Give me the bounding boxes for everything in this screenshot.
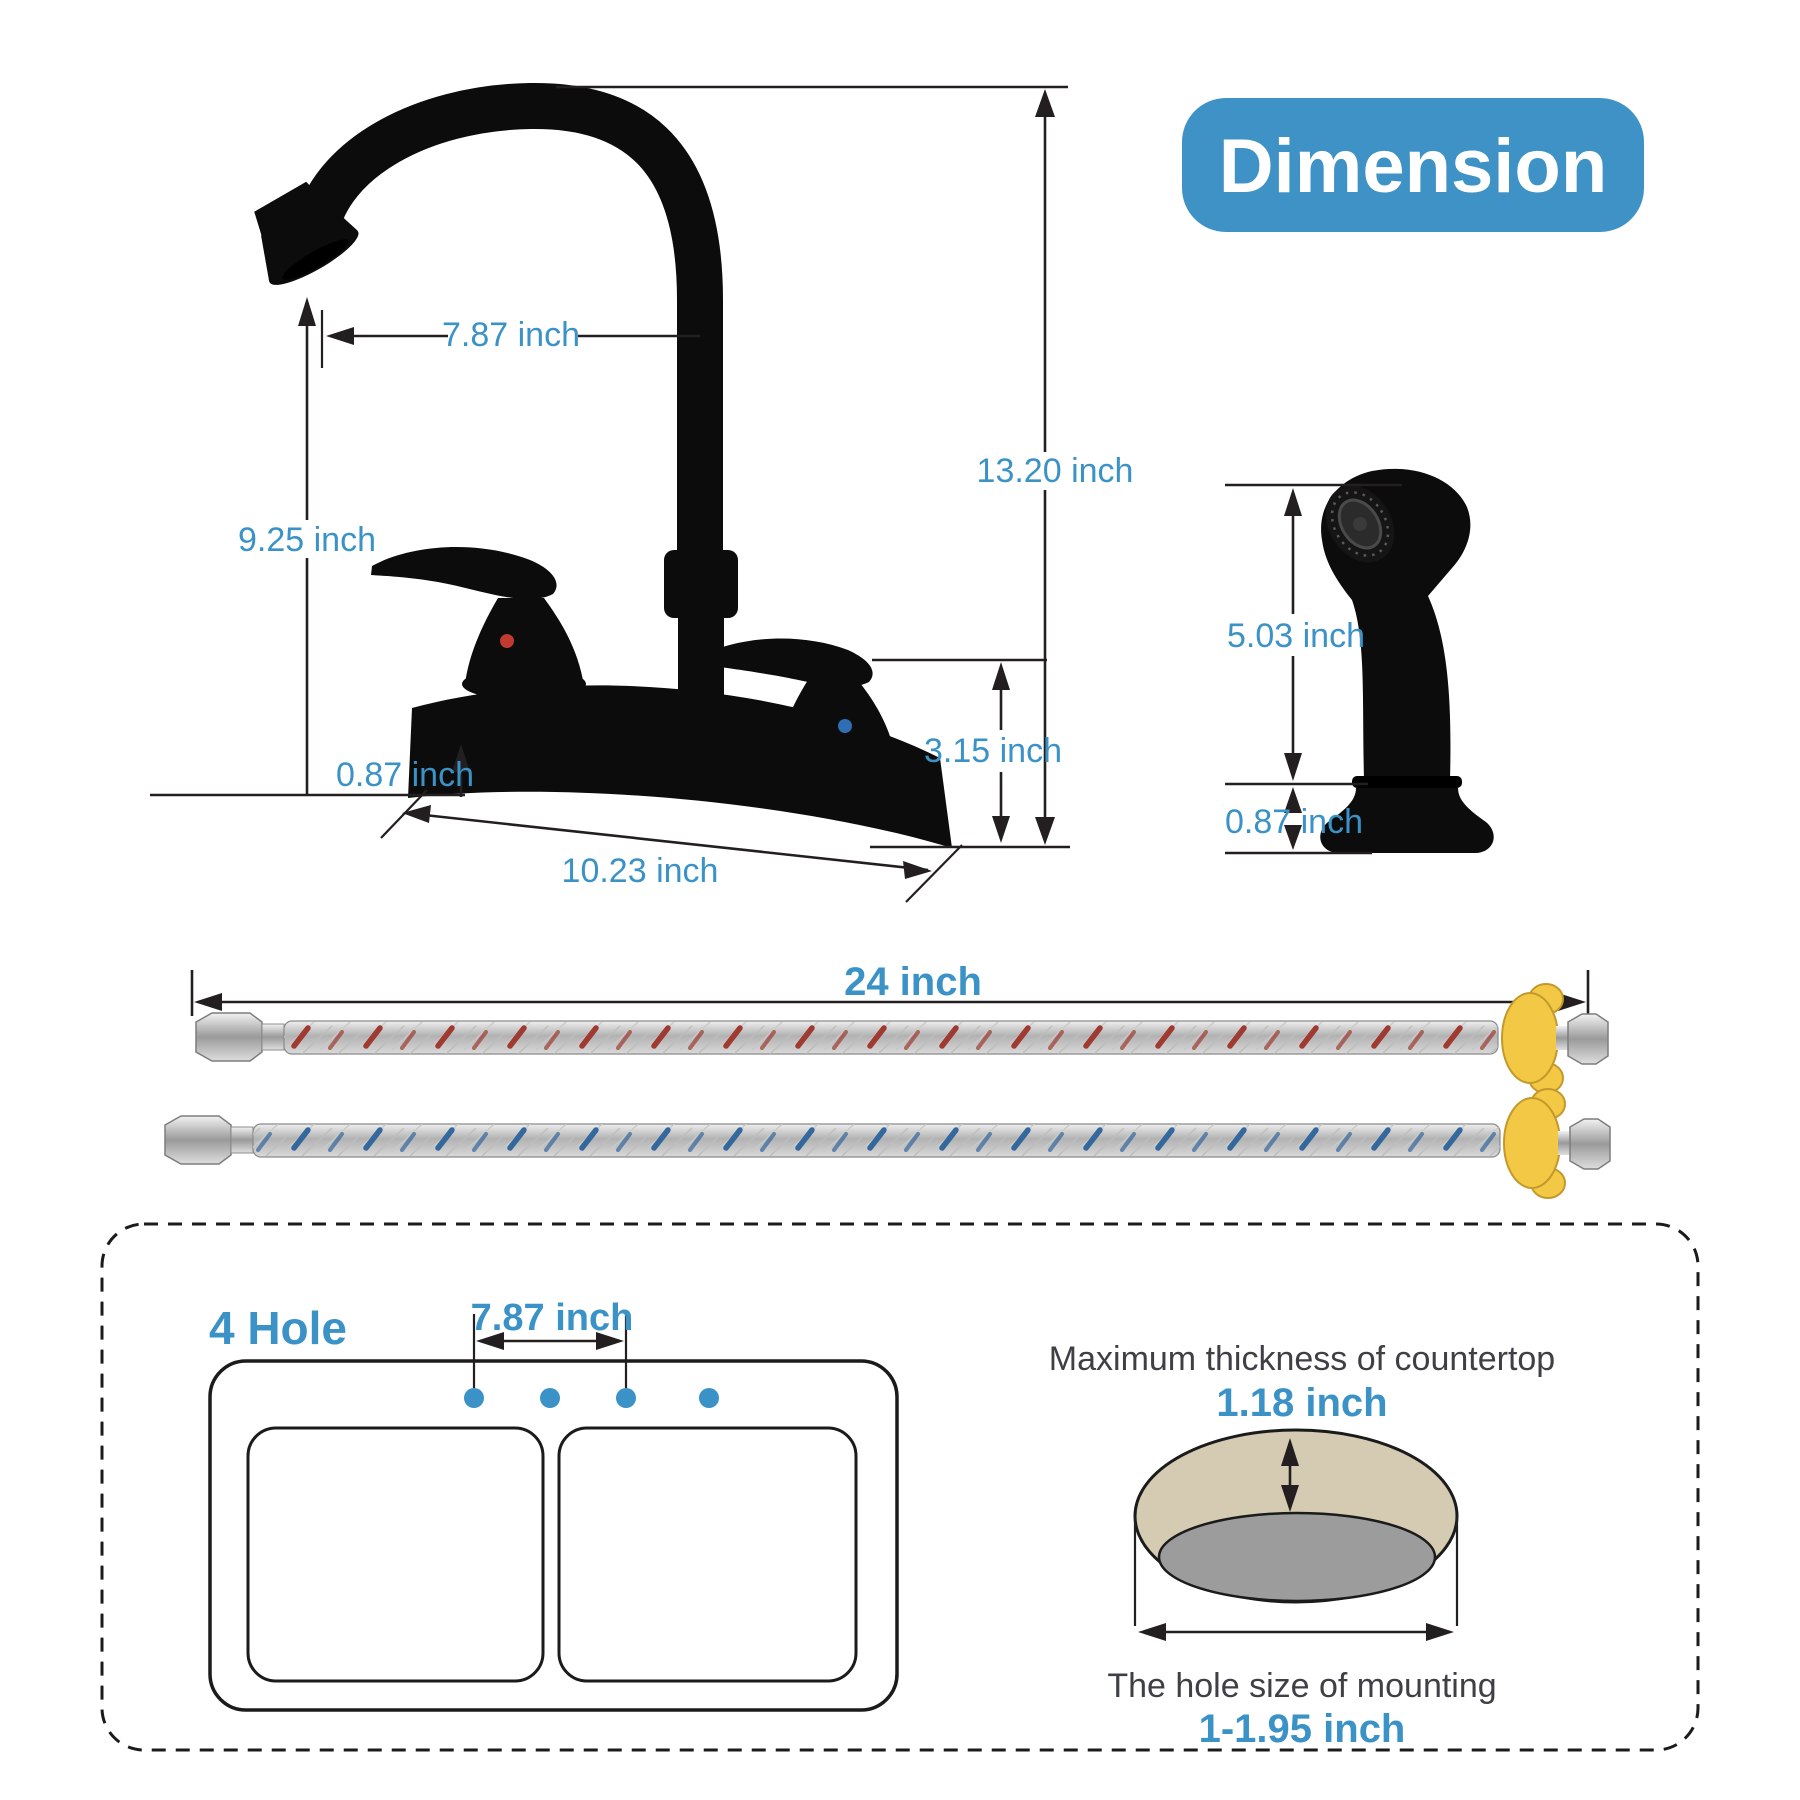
mounting-hole-label: The hole size of mounting xyxy=(1107,1667,1496,1705)
hose-hot-right-nut xyxy=(1567,1013,1609,1065)
faucet-neck-connector xyxy=(664,550,738,618)
faucet-cold-handle xyxy=(699,638,899,780)
title-badge-bg xyxy=(1182,98,1644,232)
cold-indicator-dot xyxy=(838,719,852,733)
base-width-label: 10.23 inch xyxy=(562,852,719,890)
sink-left-bowl xyxy=(246,1426,545,1683)
overall-height-label: 13.20 inch xyxy=(977,452,1134,490)
sink-right-bowl xyxy=(557,1426,858,1683)
mounting-hole-value: 1-1.95 inch xyxy=(1199,1707,1406,1751)
hose-length-label: 24 inch xyxy=(844,960,982,1004)
faucet-hole-3 xyxy=(616,1388,636,1408)
hot-indicator-dot xyxy=(500,634,514,648)
page-title: Dimension xyxy=(1219,124,1608,209)
sprayer-dimensions: 5.03 inch 0.87 inch xyxy=(1225,483,1402,855)
faucet-hole-1 xyxy=(464,1388,484,1408)
faucet-hot-handle xyxy=(371,547,586,700)
faucet-spout-tip xyxy=(254,181,359,285)
hose-dimension: 24 inch xyxy=(190,960,1590,1040)
sprayer-illustration xyxy=(1320,468,1494,853)
installation-panel: 4 Hole 7.87 inch Maximum thickness of co… xyxy=(100,1222,1700,1752)
handle-height-label: 3.15 inch xyxy=(924,732,1062,770)
sink-hole-count-label: 4 Hole xyxy=(209,1302,347,1354)
faucet-illustration xyxy=(254,82,952,848)
sprayer-base-flare xyxy=(1320,788,1494,853)
hose-hot-wing-nut xyxy=(1501,983,1564,1094)
sprayer-base-height-label: 0.87 inch xyxy=(1225,803,1363,841)
sprayer-height-label: 5.03 inch xyxy=(1227,617,1365,655)
faucet-hole-4 xyxy=(699,1388,719,1408)
hose-cold-wing-nut xyxy=(1503,1088,1566,1199)
sprayer-base-ring xyxy=(1352,776,1462,788)
mounting-hole-ellipse xyxy=(1157,1511,1437,1603)
faucet-spout-tube xyxy=(293,82,723,560)
hose-cold-right-nut xyxy=(1569,1118,1611,1170)
base-height-label: 0.87 inch xyxy=(336,756,474,794)
panel-dashed-border xyxy=(100,1222,1700,1752)
hose-hot-left-nut xyxy=(195,1012,263,1062)
countertop-thickness-value: 1.18 inch xyxy=(1216,1381,1387,1425)
sprayer-nozzle-face xyxy=(1325,485,1395,563)
hose-cold xyxy=(164,1088,1611,1199)
sink-hole-spacing-label: 7.87 inch xyxy=(471,1297,634,1339)
spout-reach-label: 7.87 inch xyxy=(442,316,580,354)
sink-diagram: 4 Hole 7.87 inch xyxy=(208,1297,899,1712)
spout-height-label: 9.25 inch xyxy=(238,521,376,559)
hose-cold-left-nut xyxy=(164,1115,232,1165)
faucet-hole-2 xyxy=(540,1388,560,1408)
title-badge: Dimension xyxy=(1182,98,1644,232)
faucet-dimensions: 13.20 inch 3.15 inch 7.87 inch 9.25 inch… xyxy=(150,85,1134,903)
hose-hot xyxy=(195,983,1609,1094)
countertop-hole-diagram: Maximum thickness of countertop 1.18 inc… xyxy=(1049,1340,1555,1751)
countertop-thickness-label: Maximum thickness of countertop xyxy=(1049,1340,1555,1378)
